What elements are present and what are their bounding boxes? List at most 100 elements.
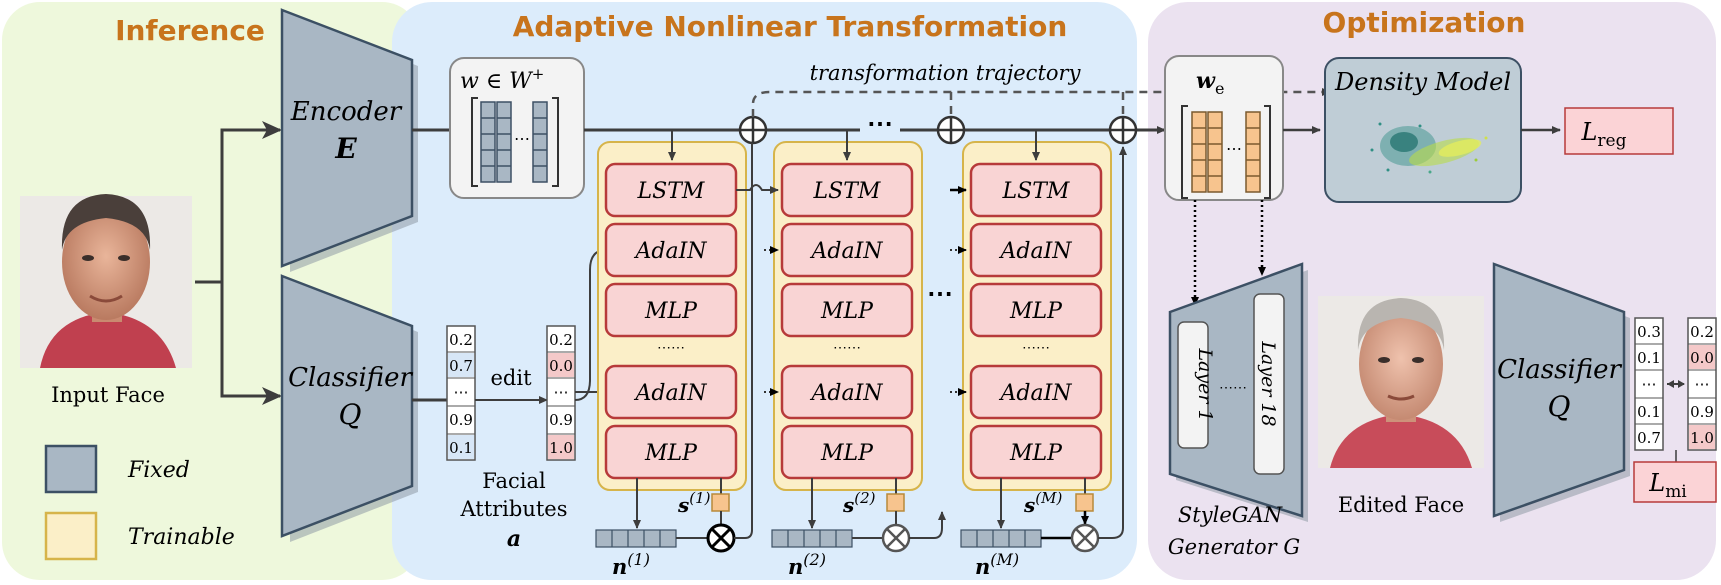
attr-after-0: 0.2 <box>549 331 573 349</box>
scale-s2-label: s(2) <box>842 489 876 517</box>
latent-we-dots: ⋯ <box>1226 139 1242 158</box>
loss-mi-label: Lmi <box>1648 469 1687 502</box>
stage-1-mlp-2 <box>604 424 738 480</box>
generator-layer-18 <box>1253 293 1285 475</box>
stages-ellipsis: ⋯ <box>927 279 953 309</box>
stage-1-blocks: LSTM AdaIN MLP ⋯⋯ AdaIN MLP <box>604 162 738 480</box>
stage-2-mlp-1 <box>780 282 914 338</box>
stage-2-mlp-1-label: MLP <box>820 299 874 324</box>
attr-after-1: 0.0 <box>549 357 573 375</box>
stage-M-adain-2-label: AdaIN <box>998 381 1072 406</box>
vector-nM <box>960 529 1042 548</box>
stage-outputs: s(1) n(1) s(2) n(2) s(M) <box>595 143 1127 579</box>
stage-M-adain-1-label: AdaIN <box>998 239 1072 264</box>
latent-we-matrix <box>1191 111 1261 193</box>
edit-label: edit <box>490 366 532 390</box>
opt-classifier-label: Classifier <box>1497 355 1622 385</box>
vector-n2 <box>771 529 853 548</box>
legend-trainable-label: Trainable <box>128 525 235 550</box>
stage-1-dots: ⋯⋯ <box>657 340 685 356</box>
generator-label-2: Generator G <box>1168 535 1300 559</box>
stage-1-adain-2-label: AdaIN <box>633 381 707 406</box>
stage-2-blocks: LSTM AdaIN MLP ⋯⋯ AdaIN MLP <box>780 162 914 480</box>
attr-before-0: 0.2 <box>449 331 473 349</box>
scale-s1-label: s(1) <box>677 489 711 517</box>
stage-M-adain-2 <box>969 364 1103 420</box>
vector-nM-label: n(M) <box>975 550 1019 579</box>
edited-face-image <box>1318 296 1484 468</box>
stage-1-adain-1 <box>604 222 738 278</box>
stage-2-lstm-label: LSTM <box>813 179 881 204</box>
edited-face-label: Edited Face <box>1338 493 1464 517</box>
stage-2-mlp-2 <box>780 424 914 480</box>
stage-2-dots: ⋯⋯ <box>833 340 861 356</box>
attr-before-4: 0.1 <box>449 439 473 457</box>
stage-2-lstm <box>780 162 914 218</box>
trunk-ellipsis: ⋯ <box>867 109 893 139</box>
stage-1-mlp-1-label: MLP <box>644 299 698 324</box>
optimization-title: Optimization <box>1323 6 1526 39</box>
legend-fixed-swatch <box>44 444 98 494</box>
attr-target-4: 1.0 <box>1690 429 1714 447</box>
generator-layer-18-label: Layer 18 <box>1257 340 1279 426</box>
facial-attributes-symbol: a <box>507 526 521 552</box>
opt-classifier-Q <box>1492 262 1626 518</box>
stage-1-adain-2 <box>604 364 738 420</box>
attr-target-2: ⋯ <box>1695 375 1710 393</box>
stage-M-dots: ⋯⋯ <box>1022 340 1050 356</box>
attr-target-0: 0.2 <box>1690 323 1714 341</box>
attr-pred-0: 0.3 <box>1637 323 1661 341</box>
classifier-symbol: Q <box>339 398 362 431</box>
loss-reg-box <box>1564 107 1674 155</box>
generator-layer-1-label: Layer 1 <box>1194 347 1216 421</box>
stage-2-adain-2 <box>780 364 914 420</box>
stage-M-mlp-2 <box>969 424 1103 480</box>
generator-layer-1 <box>1177 321 1209 449</box>
facial-attributes-label-2: Attributes <box>459 497 567 521</box>
latent-w-matrix <box>480 101 548 183</box>
stage-2-adain-2-label: AdaIN <box>809 381 883 406</box>
stage-1-mlp-1 <box>604 282 738 338</box>
vector-n2-label: n(2) <box>788 550 826 579</box>
trajectory-label: transformation trajectory <box>810 61 1082 85</box>
vector-n1 <box>595 529 677 548</box>
attr-after-2: ⋯ <box>554 383 569 401</box>
scale-s2 <box>886 493 905 512</box>
inference-title: Inference <box>115 14 265 47</box>
encoder-symbol: E <box>334 132 357 165</box>
multiply-node-2 <box>881 523 911 553</box>
attr-after-3: 0.9 <box>549 411 573 429</box>
attributes-before: 0.2 0.7 ⋯ 0.9 0.1 <box>446 325 476 461</box>
scale-sM <box>1075 493 1094 512</box>
stage-M-lstm <box>969 162 1103 218</box>
loss-mi-box <box>1633 461 1717 503</box>
transformation-title: Adaptive Nonlinear Transformation <box>513 10 1068 43</box>
attr-target-3: 0.9 <box>1690 403 1714 421</box>
add-node-1 <box>738 115 768 145</box>
stage-1-adain-1-label: AdaIN <box>633 239 707 264</box>
stage-2-adain-1 <box>780 222 914 278</box>
input-face-label: Input Face <box>51 383 165 407</box>
latent-we-label: we <box>1196 68 1224 98</box>
legend-trainable-swatch <box>44 511 98 561</box>
attributes-predicted: 0.3 0.1 ⋯ 0.1 0.7 <box>1634 317 1664 451</box>
legend-fixed-label: Fixed <box>127 458 190 483</box>
scale-s1 <box>711 493 730 512</box>
attr-before-3: 0.9 <box>449 411 473 429</box>
attr-before-2: ⋯ <box>454 383 469 401</box>
stage-1-lstm-label: LSTM <box>637 179 705 204</box>
attr-after-4: 1.0 <box>549 439 573 457</box>
facial-attributes-label-1: Facial <box>482 469 546 493</box>
stage-M-mlp-2-label: MLP <box>1009 441 1063 466</box>
density-model-label: Density Model <box>1334 68 1511 96</box>
stage-M-mlp-1-label: MLP <box>1009 299 1063 324</box>
classifier-Q <box>280 274 414 538</box>
opt-classifier-symbol: Q <box>1548 390 1571 423</box>
stage-1-mlp-2-label: MLP <box>644 441 698 466</box>
scale-sM-label: s(M) <box>1023 489 1062 517</box>
attr-target-1: 0.0 <box>1690 349 1714 367</box>
vector-n1-label: n(1) <box>612 550 650 579</box>
classifier-label: Classifier <box>288 363 413 393</box>
latent-w-dots: ⋯ <box>514 129 530 148</box>
